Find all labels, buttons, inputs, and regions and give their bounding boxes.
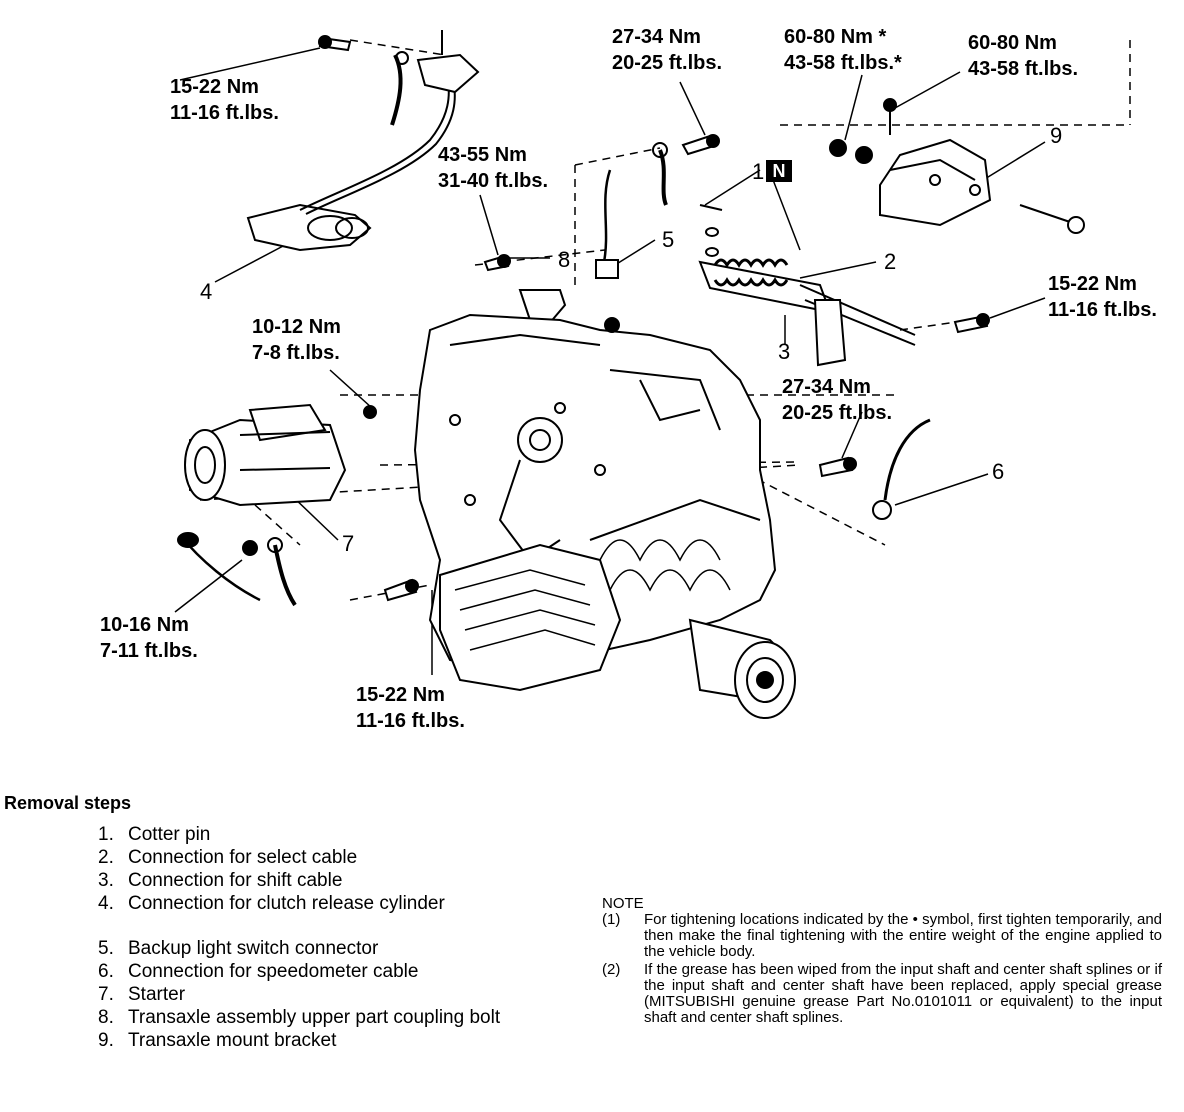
torque-ftlbs: 11-16 ft.lbs. [1048,299,1157,321]
torque-nm: 10-16 Nm [100,614,189,636]
note-item: (2) If the grease has been wiped from th… [602,962,1162,1026]
step-text: Connection for speedometer cable [128,961,419,982]
list-item: 3. Connection for shift cable [98,869,558,892]
torque-nm: 15-22 Nm [170,76,259,98]
step-text: Starter [128,984,186,1005]
callout-7: 7 [342,531,355,556]
removal-steps-list: 1. Cotter pin 2. Connection for select cab… [98,823,558,1052]
backup-switch-parts [483,134,720,327]
torque-label-mount-nut: 60-80 Nm * 43-58 ft.lbs.* [784,24,902,76]
torque-ftlbs: 7-8 ft.lbs. [252,342,340,364]
torque-ftlbs: 43-58 ft.lbs.* [784,52,902,74]
note-item: (1) For tightening locations indicated b… [602,912,1162,960]
torque-label-cable-bracket-bolt: 15-22 Nm 11-16 ft.lbs. [1048,271,1157,323]
clutch-release-cylinder [246,30,480,252]
callout-9: 9 [1050,123,1063,148]
list-item: 4. Connection for clutch release cylinder [98,892,558,915]
callout-3: 3 [778,339,791,364]
torque-ftlbs: 20-25 ft.lbs. [782,402,893,424]
list-item: 9. Transaxle mount bracket [98,1029,558,1052]
torque-ftlbs: 11-16 ft.lbs. [170,102,279,124]
step-number: 3. [98,870,114,891]
torque-label-mount-bolt: 60-80 Nm 43-58 ft.lbs. [968,30,1078,82]
step-number: 1. [98,824,114,845]
torque-nm: 60-80 Nm [968,32,1057,54]
torque-nm: 43-55 Nm [438,144,527,166]
note-marker: (2) [602,961,621,978]
step-number: 5. [98,938,114,959]
torque-label-starter-terminal: 10-16 Nm 7-11 ft.lbs. [100,612,198,664]
torque-ftlbs: 43-58 ft.lbs. [968,58,1079,80]
speedometer-cable [818,418,931,520]
torque-label-clutch-bolt: 15-22 Nm 11-16 ft.lbs. [170,74,279,126]
torque-label-speedo-bolt: 27-34 Nm 20-25 ft.lbs. [782,374,892,426]
torque-nm: 15-22 Nm [356,684,445,706]
torque-label-lower-bolt: 15-22 Nm 11-16 ft.lbs. [356,682,465,734]
torque-ftlbs: 7-11 ft.lbs. [100,640,198,662]
callout-4: 4 [200,279,213,304]
step-number: 4. [98,893,114,914]
callout-2: 2 [884,249,897,274]
torque-label-starter-bolt: 10-12 Nm 7-8 ft.lbs. [252,314,341,366]
step-text: Connection for select cable [128,847,358,868]
torque-label-backup-bolt: 27-34 Nm 20-25 ft.lbs. [612,24,722,76]
step-text: Backup light switch connector [128,938,379,959]
list-item: 6. Connection for speedometer cable [98,960,558,983]
callout-1-n-box: N [766,160,792,182]
step-text: Transaxle assembly upper part coupling b… [128,1007,501,1028]
torque-nm: 60-80 Nm * [784,26,887,48]
note-marker: (1) [602,911,621,928]
note-text: If the grease has been wiped from the in… [644,961,1162,1026]
callout-6: 6 [992,459,1005,484]
callout-leaders [174,47,1046,675]
step-text: Connection for clutch release cylinder [128,893,445,914]
step-text: Connection for shift cable [128,870,343,891]
transaxle-exploded-diagram [174,30,1131,719]
torque-ftlbs: 31-40 ft.lbs. [438,170,549,192]
list-item: 1. Cotter pin [98,823,558,846]
list-item: 2. Connection for select cable [98,846,558,869]
shift-select-cables [698,204,990,367]
callout-8: 8 [558,247,571,272]
step-number: 2. [98,847,114,868]
callout-5: 5 [662,227,675,252]
note-title: NOTE [602,895,644,912]
mount-bracket [829,98,1085,234]
step-text: Transaxle mount bracket [128,1030,337,1051]
list-item: 8. Transaxle assembly upper part coupling… [98,1006,558,1029]
torque-ftlbs: 11-16 ft.lbs. [356,710,465,732]
step-number: 9. [98,1030,114,1051]
torque-label-upper-coupling-bolt: 43-55 Nm 31-40 ft.lbs. [438,142,548,194]
note-text: For tightening locations indicated by th… [644,911,1162,960]
step-number: 6. [98,961,114,982]
torque-nm: 15-22 Nm [1048,273,1137,295]
starter-motor [177,403,377,607]
torque-nm: 27-34 Nm [782,376,871,398]
transfer-case [383,543,796,719]
callout-1: 1 [752,159,765,184]
list-item: 5. Backup light switch connector [98,937,558,960]
torque-nm: 10-12 Nm [252,316,341,338]
note-block: NOTE (1) For tightening locations indica… [602,896,1162,1028]
list-item: 7. Starter [98,983,558,1006]
step-number: 7. [98,984,114,1005]
step-number: 8. [98,1007,114,1028]
torque-ftlbs: 20-25 ft.lbs. [612,52,723,74]
torque-nm: 27-34 Nm [612,26,701,48]
step-text: Cotter pin [128,824,211,845]
removal-steps-title: Removal steps [4,793,132,813]
